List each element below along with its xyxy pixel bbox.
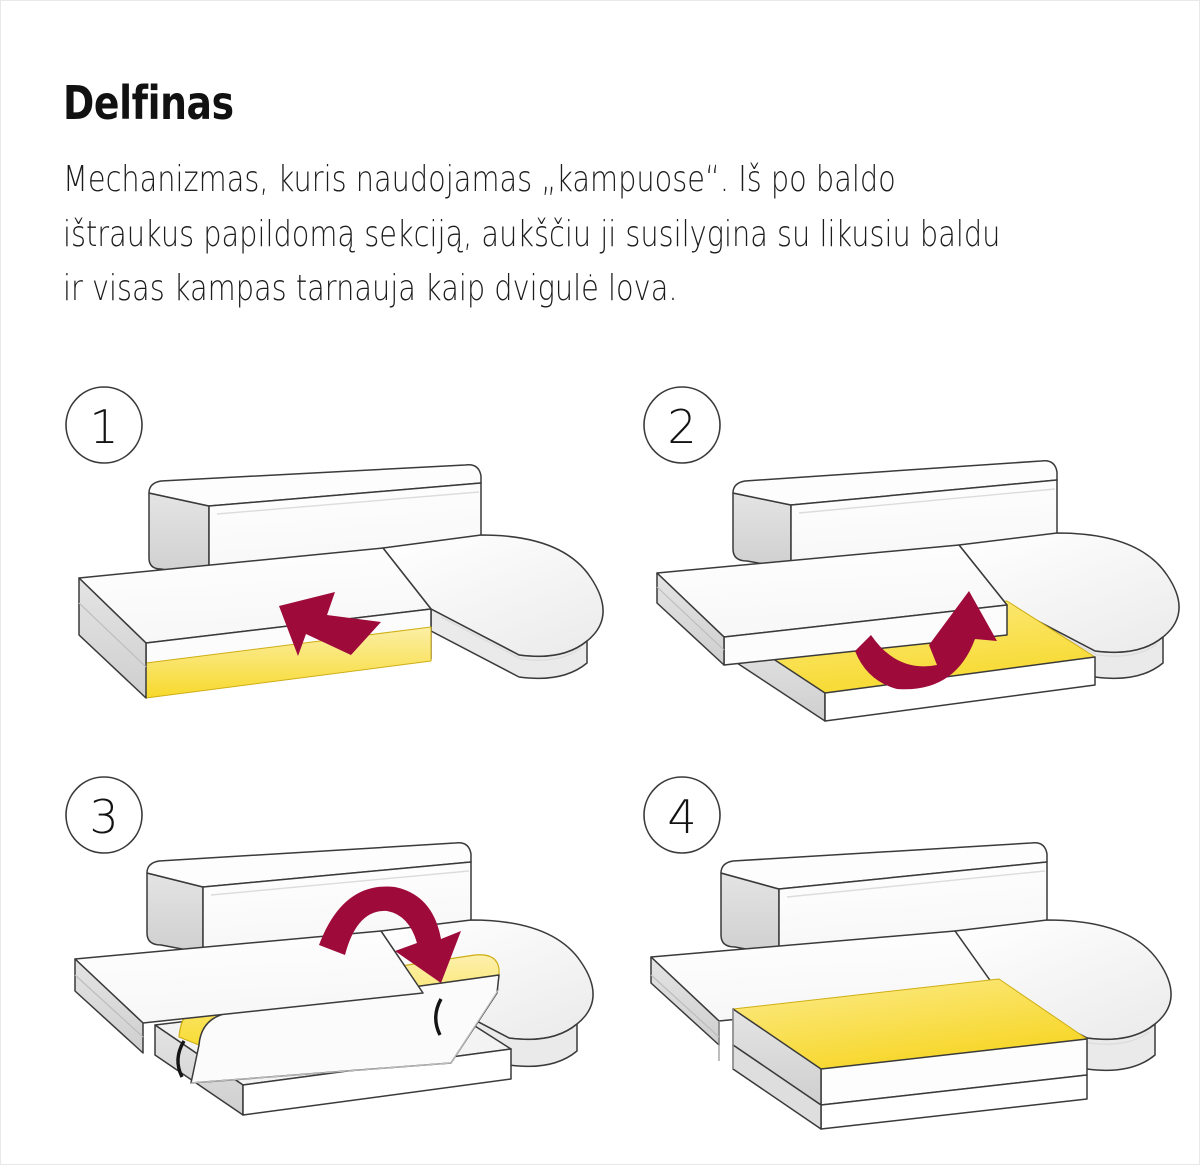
description-line-2: ištraukus papildomą sekciją, aukščiu ji … — [63, 213, 1001, 255]
step-number-3: 3 — [89, 790, 118, 844]
corner-sofa-flat-bed-illustration — [650, 841, 1172, 1130]
step-badge-4: 4 — [643, 776, 721, 854]
step-number-2: 2 — [667, 400, 696, 454]
step-number-1: 1 — [89, 400, 118, 454]
step-badge-1: 1 — [65, 386, 143, 464]
step-panel-2: 2 — [629, 373, 1200, 758]
corner-sofa-section-pulled-out-illustration — [656, 459, 1180, 722]
rainbow-arc-arrow-fold-down — [319, 886, 461, 983]
step-badge-2: 2 — [643, 386, 721, 464]
corner-sofa-seat-folding-illustration — [74, 841, 594, 1116]
corner-sofa-closed-illustration — [78, 463, 604, 699]
step-panel-3: 3 — [51, 763, 631, 1148]
step-number-4: 4 — [667, 790, 696, 844]
curved-arrow-lift-up — [855, 591, 997, 690]
straight-arrow-pull-out — [279, 592, 381, 656]
step-panel-1: 1 — [51, 373, 631, 758]
description-line-3: ir visas kampas tarnauja kaip dvigulė lo… — [63, 268, 678, 310]
description-line-1: Mechanizmas, kuris naudojamas „kampuose“… — [63, 159, 896, 200]
step-badge-3: 3 — [65, 776, 143, 854]
step-panel-4: 4 — [629, 763, 1200, 1148]
page-description: Mechanizmas, kuris naudojamas „kampuose“… — [63, 153, 1039, 317]
page-title: Delfinas — [63, 75, 234, 130]
